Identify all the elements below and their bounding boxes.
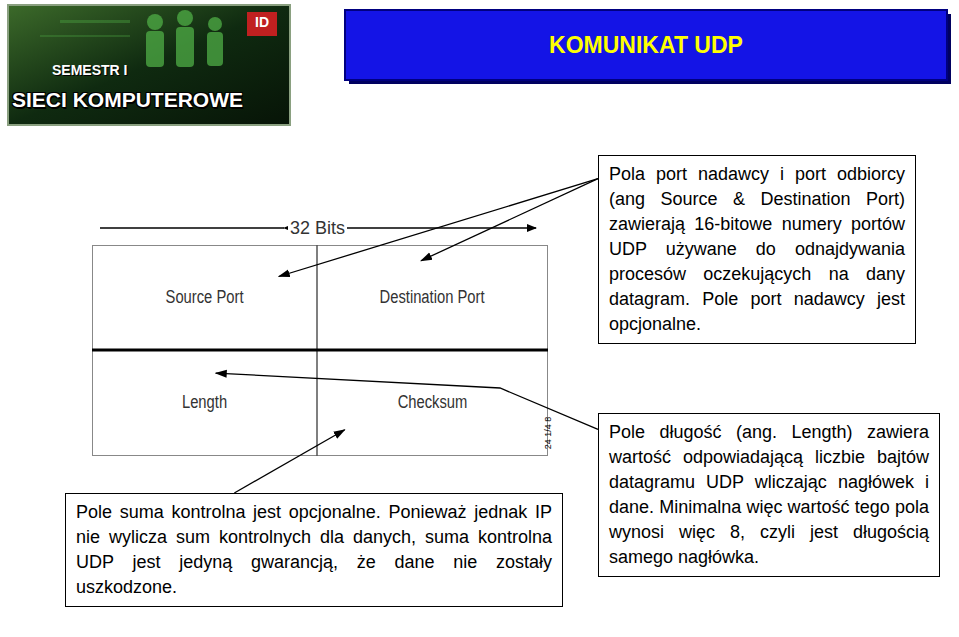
- dimension-arrow: [100, 227, 284, 229]
- header-field: Destination Port: [317, 245, 548, 350]
- header-field: Checksum: [317, 350, 548, 455]
- row-divider: [92, 349, 548, 352]
- bit-width-label: 32 Bits: [288, 218, 347, 239]
- pointer-arrow: [234, 430, 344, 493]
- pointer-arrow: [279, 179, 598, 277]
- title-bar: [345, 10, 947, 80]
- logo-panel: [8, 5, 290, 125]
- callout-box: Pole suma kontrolna jest opcjonalne. Pon…: [65, 493, 563, 607]
- field-text: Destination Port: [380, 287, 485, 308]
- header-frame: [93, 246, 548, 456]
- logo-badge: [247, 12, 277, 36]
- callout-box: Pole długość (ang. Length) zawiera warto…: [598, 413, 940, 577]
- dimension-arrow: [346, 227, 536, 229]
- slide-title: KOMUNIKAT UDP: [345, 10, 947, 80]
- field-text: Source Port: [166, 287, 244, 308]
- logo-badge-text: ID: [250, 14, 274, 30]
- header-field: Source Port: [92, 245, 317, 350]
- pointer-arrow: [216, 373, 598, 429]
- pointer-arrow: [421, 179, 598, 261]
- logo-figures: [40, 10, 223, 67]
- logo-title: SIECI KOMPUTEROWE: [12, 88, 243, 112]
- logo-subtitle: SEMESTR I: [52, 62, 127, 78]
- header-field: Length: [92, 350, 317, 455]
- field-text: Pole długość (ang. Length) zawiera warto…: [609, 420, 929, 570]
- callout-box: Pola port nadawcy i port odbiorcy (ang S…: [598, 155, 916, 344]
- field-text: Pole suma kontrolna jest opcjonalne. Pon…: [76, 500, 552, 600]
- field-text: Checksum: [398, 392, 468, 413]
- field-text: Length: [182, 392, 227, 413]
- figure-number: 24 1/4 8: [543, 417, 553, 450]
- field-text: Pola port nadawcy i port odbiorcy (ang S…: [609, 162, 905, 337]
